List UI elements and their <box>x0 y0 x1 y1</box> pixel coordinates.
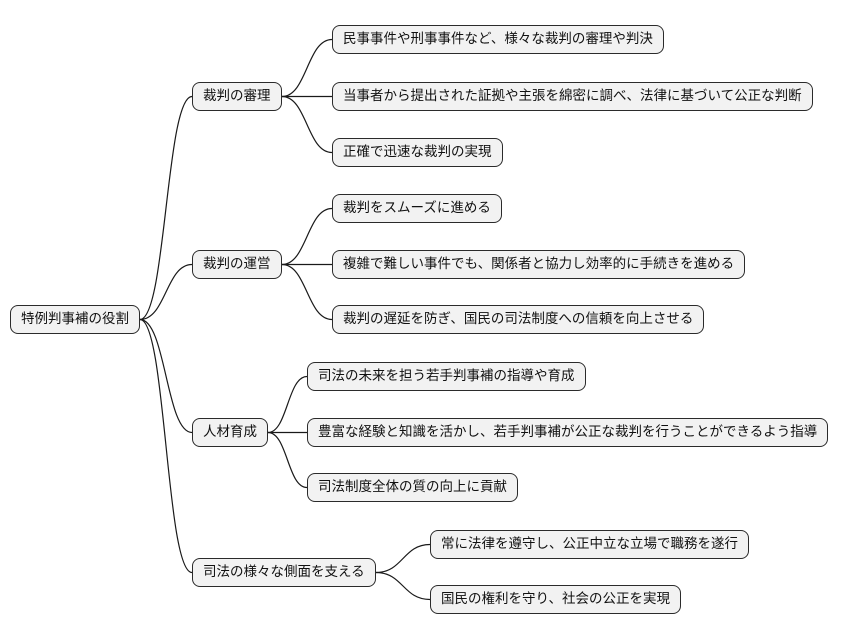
branch-node-trial-management: 裁判の運営 <box>192 250 282 279</box>
leaf-node: 当事者から提出された証拠や主張を綿密に調べ、法律に基づいて公正な判断 <box>332 82 813 111</box>
leaf-node: 豊富な経験と知識を活かし、若手判事補が公正な裁判を行うことができるよう指導 <box>307 418 829 447</box>
connector-line <box>281 263 333 321</box>
connector-line <box>281 207 333 266</box>
root-node: 特例判事補の役割 <box>10 305 140 334</box>
leaf-node: 司法制度全体の質の向上に貢献 <box>307 473 518 502</box>
leaf-node: 裁判の遅延を防ぎ、国民の司法制度への信頼を向上させる <box>332 305 705 334</box>
connector-line <box>375 543 431 574</box>
connector-line <box>139 95 193 321</box>
connector-line <box>375 571 431 601</box>
connector-line <box>139 263 193 321</box>
connector-line <box>281 38 333 98</box>
connector-line <box>267 431 308 489</box>
connector-line <box>139 318 193 574</box>
connector-line <box>139 318 193 434</box>
connector-line <box>267 375 308 434</box>
leaf-node: 民事事件や刑事事件など、様々な裁判の審理や判決 <box>332 25 664 54</box>
branch-node-trial-hearing: 裁判の審理 <box>192 82 282 111</box>
leaf-node: 複雑で難しい事件でも、関係者と協力し効率的に手続きを進める <box>332 250 746 279</box>
branch-node-talent-development: 人材育成 <box>192 418 268 447</box>
leaf-node: 司法の未来を担う若手判事補の指導や育成 <box>307 362 586 391</box>
leaf-node: 正確で迅速な裁判の実現 <box>332 138 503 167</box>
leaf-node: 国民の権利を守り、社会の公正を実現 <box>430 585 681 614</box>
leaf-node: 裁判をスムーズに進める <box>332 194 502 223</box>
leaf-node: 常に法律を遵守し、公正中立な立場で職務を遂行 <box>430 530 749 559</box>
branch-node-support-judiciary: 司法の様々な側面を支える <box>192 558 376 587</box>
connector-line <box>281 95 333 154</box>
